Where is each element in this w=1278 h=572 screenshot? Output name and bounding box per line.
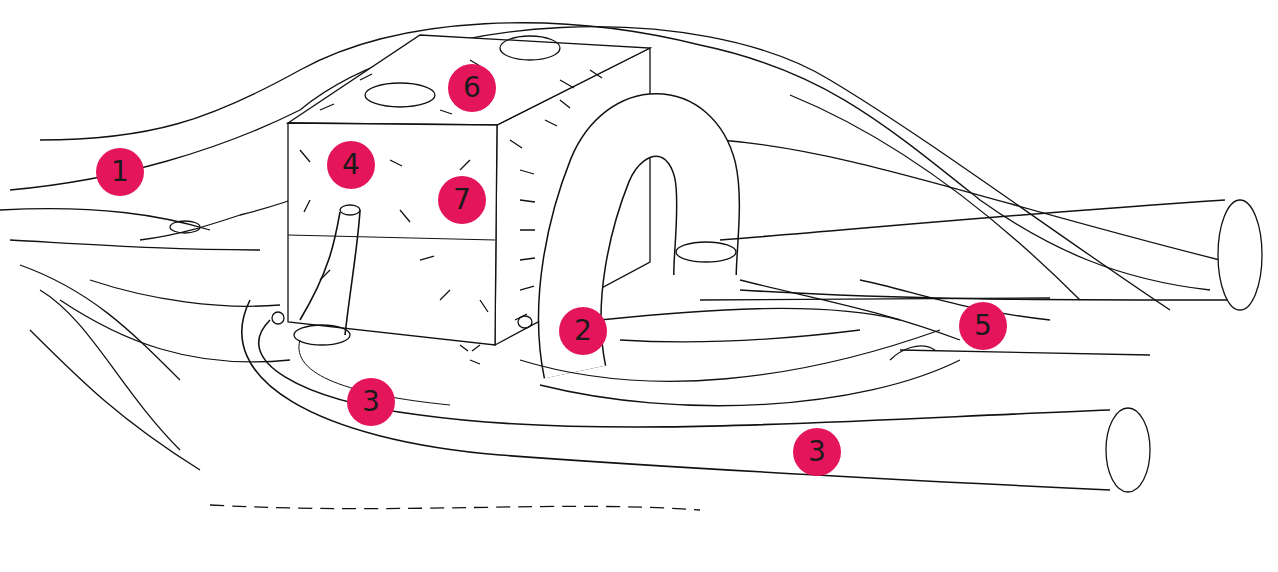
callout-number: 1 (96, 148, 144, 196)
callout-number: 7 (438, 176, 486, 224)
callout-number: 2 (559, 307, 607, 355)
callout-number: 5 (959, 302, 1007, 350)
callout-number: 3 (347, 378, 395, 426)
callout-number: 4 (327, 141, 375, 189)
callout-number: 3 (793, 428, 841, 476)
callout-number: 6 (448, 64, 496, 112)
